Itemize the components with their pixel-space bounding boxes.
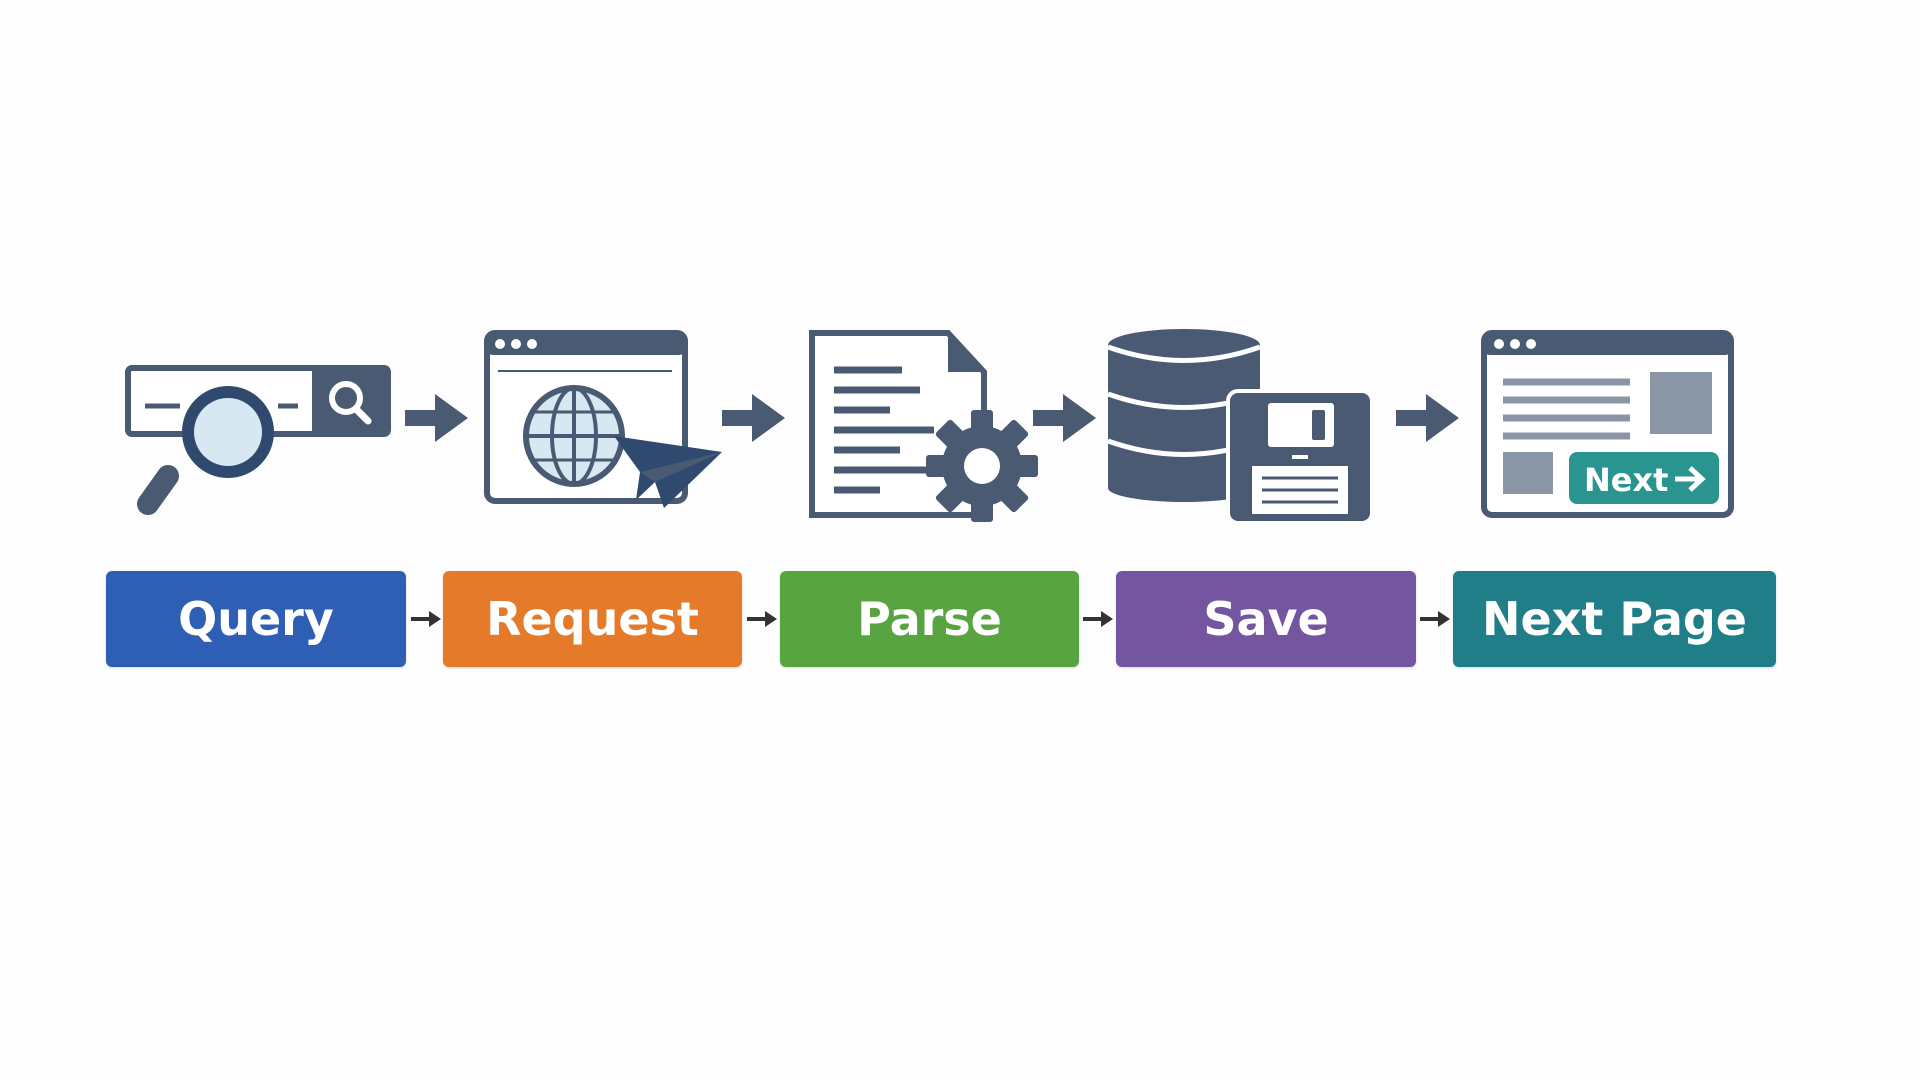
step-parse: Parse (780, 571, 1079, 667)
small-arrow-1 (411, 611, 441, 627)
small-arrow-2 (747, 611, 777, 627)
small-arrow-4 (1420, 611, 1450, 627)
next-button-label: Next (1584, 461, 1668, 499)
big-arrow-2 (722, 394, 785, 442)
small-arrow-3 (1083, 611, 1113, 627)
step-query: Query (106, 571, 406, 667)
step-label-parse: Parse (857, 592, 1002, 646)
step-label-query: Query (178, 592, 334, 646)
document-gear-icon (809, 330, 1038, 522)
step-request: Request (443, 571, 742, 667)
browser-next-icon: Next (1481, 330, 1734, 518)
big-arrow-4 (1396, 394, 1459, 442)
big-arrow-3 (1033, 394, 1096, 442)
step-label-next-page: Next Page (1481, 592, 1748, 646)
step-label-request: Request (486, 592, 699, 646)
step-label-save: Save (1203, 592, 1329, 646)
step-next-page: Next Page (1453, 571, 1776, 667)
next-button (1569, 452, 1719, 504)
search-bar-icon (125, 365, 391, 515)
browser-globe-send-icon (484, 330, 722, 508)
step-save: Save (1116, 571, 1416, 667)
database-floppy-icon (1107, 329, 1374, 525)
big-arrow-1 (405, 394, 468, 442)
